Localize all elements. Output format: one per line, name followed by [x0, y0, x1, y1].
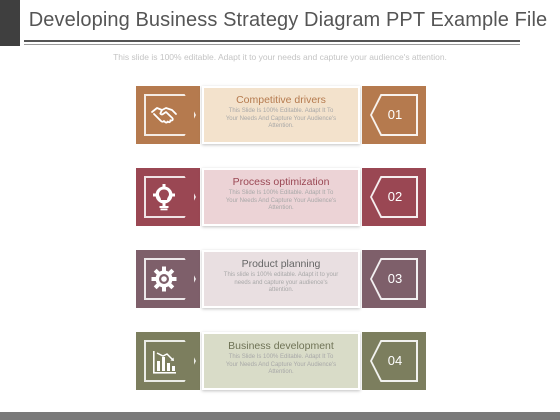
corner-block	[0, 0, 20, 46]
step-description: This Slide Is 100% Editable. Adapt It To…	[225, 354, 337, 375]
step-description: This slide is 100% editable. Adapt it to…	[223, 272, 339, 293]
lightbulb-gear-icon	[150, 183, 178, 211]
step-number-tab: 04	[362, 332, 426, 390]
page-subtitle: This slide is 100% editable. Adapt it to…	[113, 52, 447, 62]
step-icon-tab	[136, 250, 200, 308]
step-number: 01	[387, 107, 403, 122]
step-number-fill	[372, 96, 416, 134]
step-number-fill	[372, 178, 416, 216]
bottom-bar	[0, 412, 560, 420]
handshake-icon	[150, 101, 178, 129]
bar-chart-icon	[150, 347, 178, 375]
step-heading: Business development	[228, 340, 334, 352]
step-icon-frame	[144, 258, 196, 300]
step-heading: Competitive drivers	[236, 94, 326, 106]
page-title: Developing Business Strategy Diagram PPT…	[28, 9, 548, 31]
step-number: 02	[387, 189, 403, 204]
step-icon-tab	[136, 168, 200, 226]
title-rule-thin	[24, 44, 520, 45]
step-icon-frame	[144, 340, 196, 382]
step-heading: Product planning	[241, 258, 321, 270]
step-number-fill	[372, 342, 416, 380]
step-number: 04	[387, 353, 403, 368]
step-description: This Slide Is 100% Editable. Adapt It To…	[225, 108, 337, 129]
step-number-tab: 01	[362, 86, 426, 144]
step-description: This Slide Is 100% Editable. Adapt It To…	[225, 190, 337, 211]
step-number: 03	[387, 271, 403, 286]
step-icon-tab	[136, 332, 200, 390]
step-number-fill	[372, 260, 416, 298]
step-icon-frame	[144, 94, 196, 136]
step-number-tab: 03	[362, 250, 426, 308]
gear-icon	[150, 265, 178, 293]
step-icon-tab	[136, 86, 200, 144]
step-number-tab: 02	[362, 168, 426, 226]
step-icon-frame	[144, 176, 196, 218]
title-rule	[24, 40, 520, 42]
step-heading: Process optimization	[232, 176, 330, 188]
